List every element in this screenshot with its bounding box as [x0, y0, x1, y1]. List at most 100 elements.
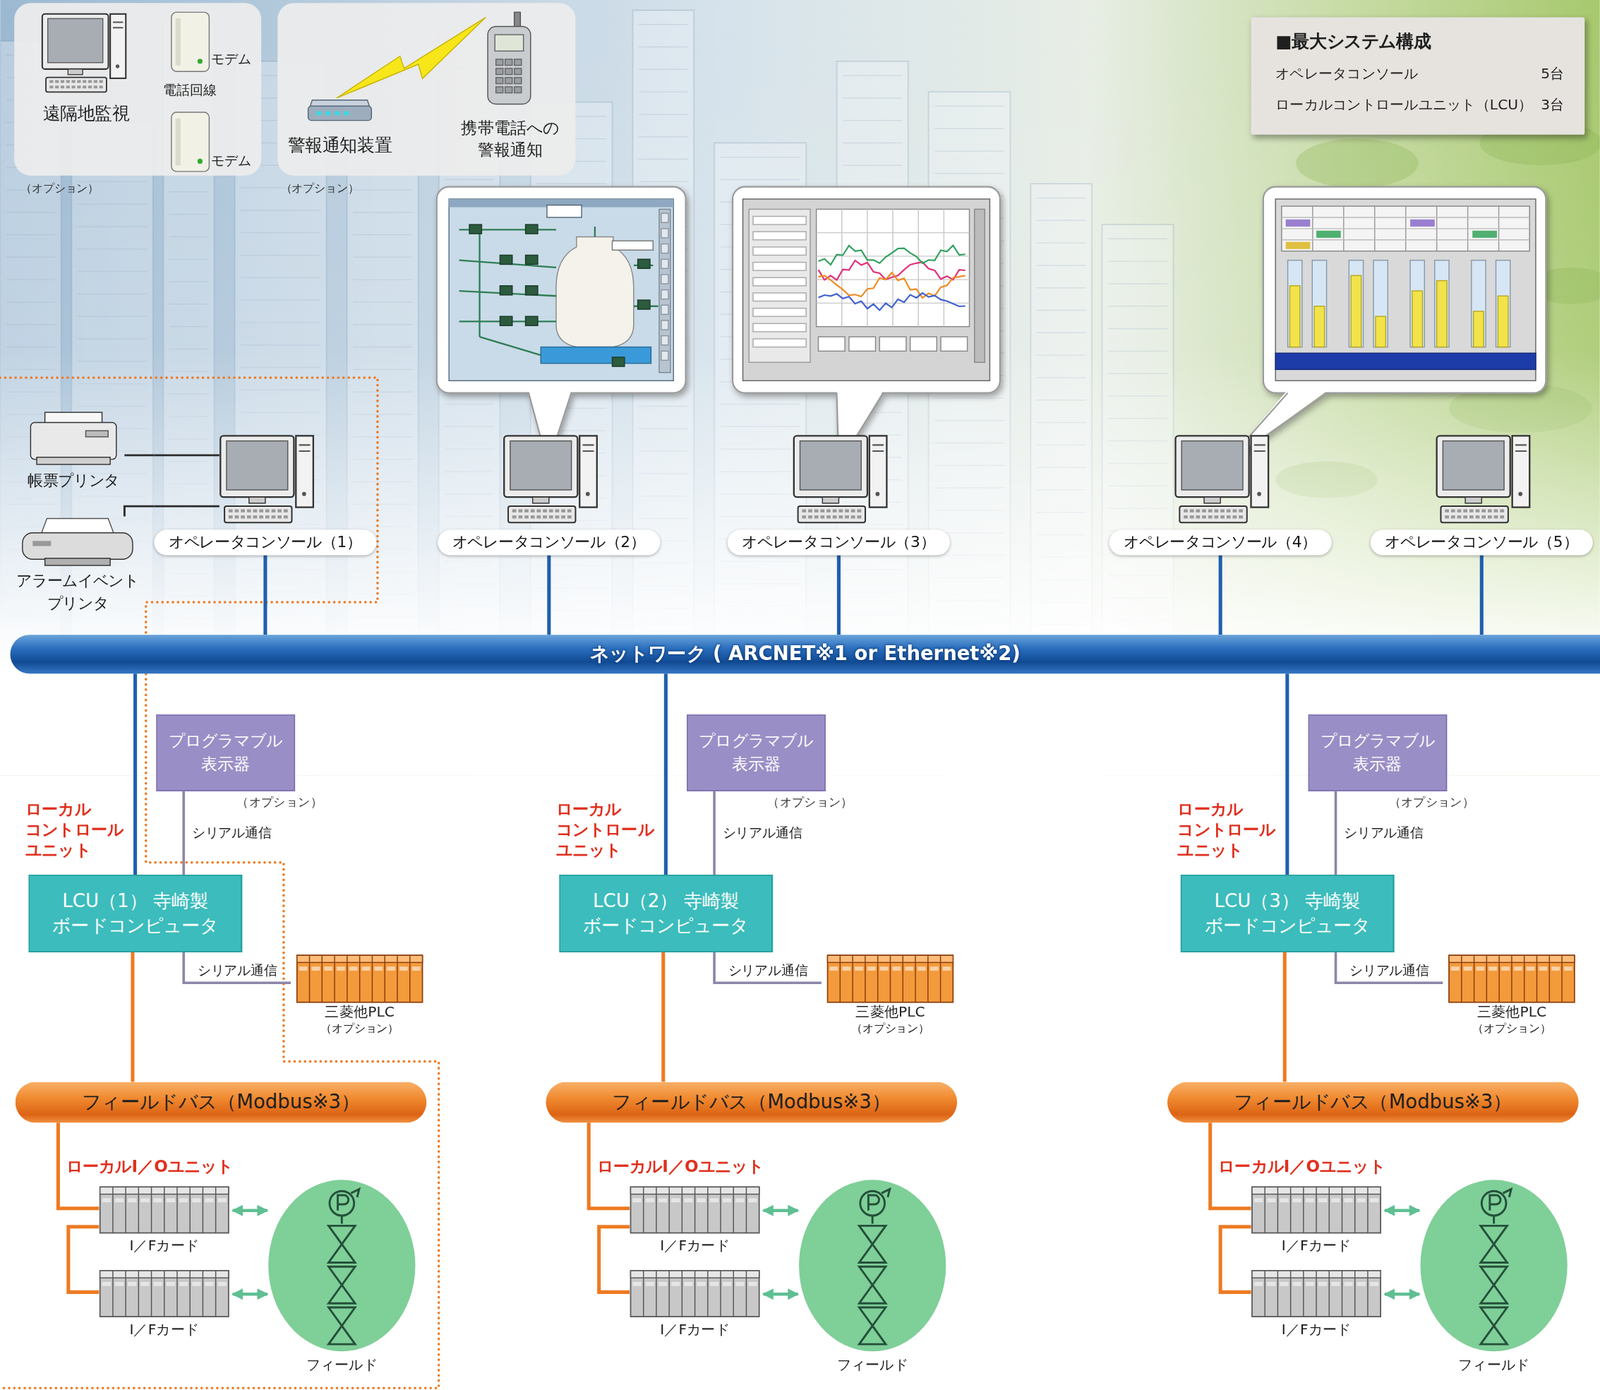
printer-icon-part [22, 518, 133, 566]
computer-icon-part-part [1183, 508, 1188, 512]
modem-icon-part [197, 58, 203, 64]
computer-icon-part [66, 79, 70, 83]
process-screen-part [448, 199, 674, 381]
trend-screen-part [743, 199, 991, 381]
option-note: （オプション） [20, 181, 99, 196]
io-rack-part-part [671, 1197, 680, 1202]
computer-icon-part-part [844, 508, 850, 512]
io-rack-part-part [707, 1270, 708, 1317]
io-rack-part-part [1328, 1270, 1330, 1317]
io-rack-part-part [1318, 1281, 1327, 1286]
bargraph-screen-part [1471, 260, 1486, 348]
io-rack-part-part [683, 1197, 693, 1202]
field-ellipse-part [798, 1179, 946, 1351]
alarm-device-icon [308, 100, 372, 121]
pump-valve-symbol [858, 1188, 890, 1344]
plc-rack-part-part [829, 966, 838, 971]
plc-rack-part-part [323, 966, 333, 971]
io-rack-part-part [127, 1197, 137, 1202]
io-rack-part-part [218, 1281, 227, 1286]
computer-icon-part-part [567, 508, 572, 512]
trend-screen-part [753, 338, 806, 348]
io-rack-part-part [124, 1186, 126, 1233]
computer-icon-part-part [228, 508, 233, 512]
io-rack-part-part [1343, 1281, 1353, 1286]
plc-rack-part-part [1561, 954, 1562, 1003]
computer-icon-part [55, 85, 59, 89]
computer-icon-part [45, 77, 107, 93]
lcu-box-text: LCU（2） 寺崎製 ボードコンピュータ [570, 888, 761, 938]
io-rack-part [630, 1270, 759, 1317]
network-bus: ネットワーク ( ARCNET※1 or Ethernet※2) [9, 634, 1600, 674]
computer-icon-part-part [253, 515, 258, 519]
computer-icon-part-part [851, 508, 856, 512]
modem-icon-part [171, 112, 209, 172]
computer-icon-part-part [1220, 515, 1225, 519]
plc-rack-part [1448, 954, 1575, 1003]
computer-icon [1169, 432, 1272, 527]
connector [762, 1208, 798, 1212]
computer-icon-part-part [240, 515, 245, 519]
io-rack-part-part [1252, 1186, 1381, 1233]
computer-icon-part [47, 18, 104, 63]
pump-valve-symbol-part [1503, 1188, 1512, 1198]
computer-icon [787, 432, 890, 527]
modem-icon-part [175, 118, 181, 166]
computer-icon-part [49, 79, 53, 83]
option-panel: 警報通知装置携帯電話への 警報通知 [277, 2, 576, 176]
computer-icon-part-part [1487, 515, 1493, 519]
plc-rack-part-part [1498, 954, 1500, 1003]
computer-icon-part-part [1440, 506, 1508, 523]
computer-icon-part-part [800, 441, 862, 490]
io-rack-part-part [102, 1281, 111, 1286]
alarm-device-icon-part [316, 111, 322, 116]
spec-table: ■最大システム構成オペレータコンソール5台ローカルコントロールユニット（LCU）… [1251, 17, 1586, 135]
io-rack-part-part [112, 1186, 113, 1233]
pump-valve-symbol-part [858, 1225, 886, 1244]
plc-rack-part-part [399, 966, 408, 971]
io-rack-part-part [215, 1186, 216, 1233]
computer-icon-part-part [1481, 508, 1486, 512]
computer-icon-part [82, 79, 87, 83]
io-rack-part-part [1369, 1197, 1379, 1202]
io-card: I／Fカード [1251, 1185, 1382, 1255]
trend-screen-part [841, 208, 842, 327]
trend-screen-part [753, 308, 806, 317]
alarm-device-icon-part [325, 111, 331, 116]
io-rack-part-part [166, 1281, 176, 1286]
lcu-box: LCU（1） 寺崎製 ボードコンピュータ [28, 874, 242, 953]
io-card: I／Fカード [98, 1269, 230, 1339]
io-rack-part-part [1254, 1281, 1263, 1286]
operator-console-text: オペレータコンソール（2） [438, 529, 661, 555]
trend-screen-part [753, 323, 806, 332]
option-note: （オプション） [1388, 794, 1475, 811]
process-screen-part [479, 336, 542, 356]
io-rack-part-part [1305, 1197, 1315, 1202]
computer-icon-part-part [851, 515, 856, 519]
io-rack-part-part [668, 1270, 670, 1317]
field-device: フィールド [1419, 1178, 1569, 1375]
computer-icon-part-part [1201, 515, 1207, 519]
io-rack-part-part [215, 1270, 216, 1317]
field-ellipse [1419, 1178, 1569, 1353]
process-screen-part [638, 259, 651, 269]
pump-valve-symbol-part [328, 1325, 356, 1344]
bargraph-screen-part [1314, 306, 1325, 348]
printer-cable [153, 505, 220, 508]
computer-icon-part-part [1444, 508, 1449, 512]
process-screen-part [661, 213, 669, 223]
io-rack-part-part [696, 1197, 706, 1202]
computer-icon-part-part [536, 515, 541, 519]
io-rack-part-part [683, 1281, 693, 1286]
trend-screen-part [816, 232, 970, 233]
fieldbus: フィールドバス（Modbus※3） [1167, 1081, 1579, 1123]
plc-rack-part-part [383, 954, 385, 1003]
plc-rack-part-part [1523, 954, 1525, 1003]
computer-icon-part-part [235, 508, 240, 512]
computer-icon-part-part [249, 496, 266, 504]
computer-icon-part-part [801, 508, 806, 512]
option-panel-text: 遠隔地監視 [43, 102, 130, 125]
plc-rack-part-part [1451, 966, 1460, 971]
computer-icon-part-part [530, 508, 535, 512]
